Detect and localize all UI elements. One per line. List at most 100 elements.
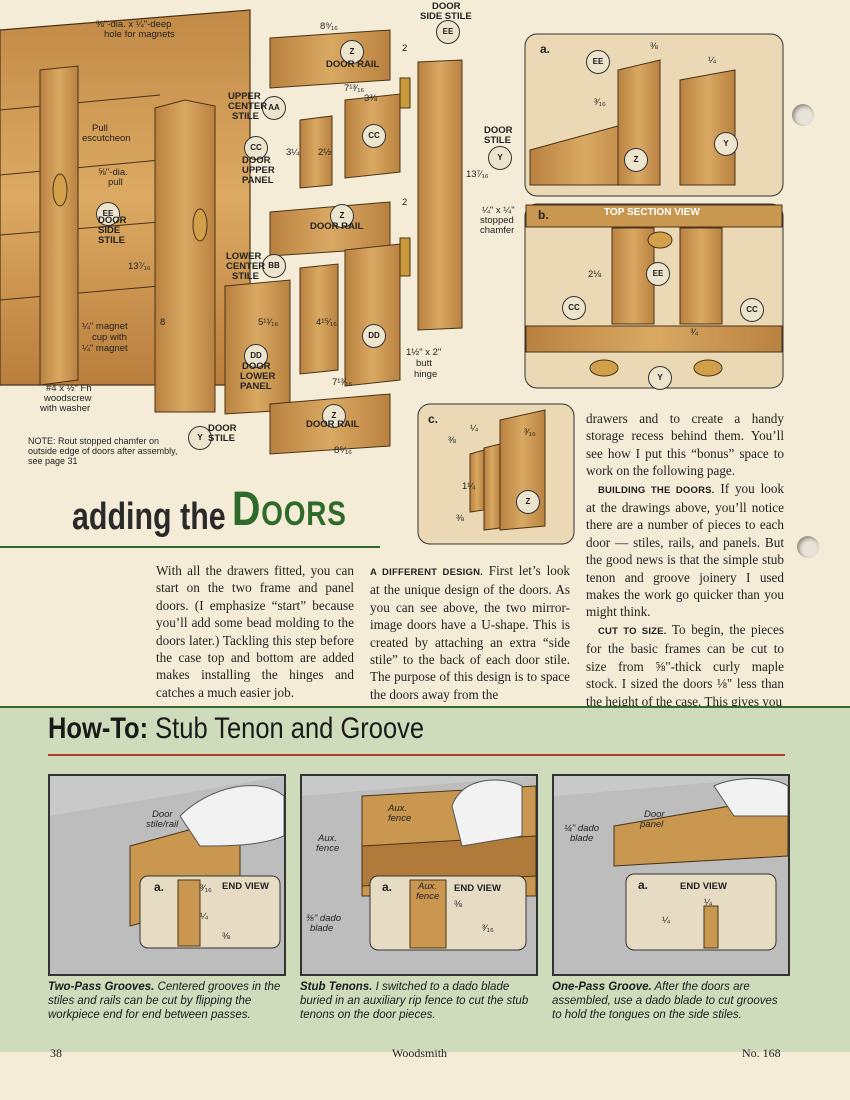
tag-z-top: Z xyxy=(340,40,364,64)
label-door-rail-mid: DOOR RAIL xyxy=(310,221,364,232)
column-1: With all the drawers fitted, you can sta… xyxy=(156,562,354,701)
label-door-rail-top: DOOR RAIL xyxy=(326,59,380,70)
caption-1-text: Centered grooves in the stiles and rails… xyxy=(48,981,281,1021)
diagram-note: NOTE: Rout stopped chamfer on outside ed… xyxy=(28,436,178,466)
panel-2-dim-2: ³⁄₁₆ xyxy=(482,923,494,934)
caption-3-text: After the doors are assembled, use a dad… xyxy=(552,981,778,1021)
tag-ee-left: EE xyxy=(96,202,120,226)
tag-dd-1: DD xyxy=(244,344,268,368)
panel-3-label-4: blade xyxy=(570,833,594,844)
tag-y-bot: Y xyxy=(188,426,212,450)
dim-3-8-c: ⅜ xyxy=(448,435,456,446)
dim-3-16-c: ³⁄₁₆ xyxy=(524,427,536,438)
panel-1-illustration xyxy=(50,776,284,974)
label-door-side-stile-top-2: SIDE STILE xyxy=(420,11,472,22)
tag-cc-2: CC xyxy=(362,124,386,148)
dim-2-1-8: 2⅛ xyxy=(588,269,602,280)
howto-title: How-To: Stub Tenon and Groove xyxy=(48,712,424,746)
footer-issue: No. 168 xyxy=(742,1046,781,1060)
tag-y-b: Y xyxy=(648,366,672,390)
panel-2-inset-label-1: Aux. xyxy=(418,881,438,892)
subhead-cut-to-size: CUT TO SIZE. xyxy=(598,625,667,637)
door-lower-panel-back xyxy=(344,243,401,387)
caption-2-text: I switched to a dado blade buried in an … xyxy=(300,981,529,1021)
label-upper-center: UPPER xyxy=(228,91,261,102)
column-3-text-a: drawers and to create a handy storage re… xyxy=(586,411,784,479)
label-pull-esc: Pull xyxy=(92,123,108,134)
door-side-stile-left xyxy=(39,65,79,386)
subhead-building-doors: BUILDING THE DOORS. xyxy=(598,484,715,496)
dim-2-top: 2 xyxy=(402,43,408,54)
dim-3-8-a: ⅜ xyxy=(650,41,658,52)
panel-3-dim-2: ¼ xyxy=(662,915,670,926)
tag-aa: AA xyxy=(262,96,286,120)
label-upper-center-3: STILE xyxy=(232,111,259,122)
panel-2-end-view: END VIEW xyxy=(454,883,501,894)
dim-1-4-c: ¼ xyxy=(470,423,478,434)
column-3-paragraph-c: CUT TO SIZE. To begin, the pieces for th… xyxy=(586,621,784,710)
tag-cc-1: CC xyxy=(244,136,268,160)
panel-3-illustration xyxy=(554,776,788,974)
top-section-label: TOP SECTION VIEW xyxy=(604,207,700,218)
dim-5-11-16: 5¹¹⁄₁₆ xyxy=(258,317,279,328)
label-hole: ⅜"-dia. x ¼"-deep xyxy=(96,19,172,30)
label-upper-center-2: CENTER xyxy=(228,101,268,112)
label-magnet-2: cup with xyxy=(92,332,127,343)
dim-3-3-8: 3⅜ xyxy=(364,93,378,104)
tag-dd-2: DD xyxy=(362,324,386,348)
dim-8-9-16-top: 8⁹⁄₁₆ xyxy=(320,21,338,32)
panel-1-end-view: END VIEW xyxy=(222,881,269,892)
label-screw-3: with washer xyxy=(40,403,91,414)
caption-2: Stub Tenons. I switched to a dado blade … xyxy=(300,980,536,1022)
dim-3-16-a: ³⁄₁₆ xyxy=(594,97,606,108)
howto-panel-1: Door stile/rail a. END VIEW ³⁄₁₆ ¼ ⅜ xyxy=(48,774,286,976)
panel-1-label-2: stile/rail xyxy=(146,819,179,830)
panel-3-dim-1: ¼ xyxy=(704,897,712,908)
label-door-stile-right: DOOR xyxy=(484,125,513,136)
panel-2-label-5: ⅜" dado xyxy=(306,913,342,924)
dim-3-1-4: 3¼ xyxy=(286,147,300,158)
upper-center-stile xyxy=(299,115,333,189)
label-magnet: ¼" magnet xyxy=(82,321,128,332)
howto-panel-3: Door panel ¼" dado blade a. END VIEW ¼ ¼ xyxy=(552,774,790,976)
label-chamfer: ¼" x ¼" xyxy=(482,205,515,216)
panel-2-label-3: Aux. xyxy=(318,833,338,844)
label-pull-esc-2: escutcheon xyxy=(82,133,131,144)
panel-2-label-2: fence xyxy=(388,813,412,824)
panel-1-dim-3: ⅜ xyxy=(222,931,230,942)
binder-hole-2 xyxy=(797,536,819,558)
article-title-main: Doors xyxy=(232,483,347,536)
tag-bb: BB xyxy=(262,254,286,278)
tag-z-a: Z xyxy=(624,148,648,172)
lower-center-stile xyxy=(299,263,339,375)
label-door-upper-panel-2: UPPER xyxy=(242,165,275,176)
label-lower-center-3: STILE xyxy=(232,271,259,282)
column-3-paragraph-b: BUILDING THE DOORS. If you look at the d… xyxy=(586,480,784,621)
panel-1-label-1: Door xyxy=(152,809,173,820)
howto-title-rest: Stub Tenon and Groove xyxy=(155,712,425,745)
label-door-upper-panel-3: PANEL xyxy=(242,175,274,186)
label-door-lower-panel: DOOR xyxy=(242,361,271,372)
tag-z-bot: Z xyxy=(322,404,346,428)
dim-1-4-a: ¼ xyxy=(708,55,716,66)
panel-3-end-view: END VIEW xyxy=(680,881,727,892)
label-door-side-stile-top: DOOR xyxy=(432,1,461,12)
tag-y-a: Y xyxy=(714,132,738,156)
dim-3-4-b: ¾ xyxy=(690,327,698,338)
label-door-side-stile-left-2: SIDE xyxy=(98,225,121,236)
callout-b: b. xyxy=(538,208,549,222)
panel-2-inset-label-2: fence xyxy=(416,891,440,902)
dim-3-8-c2: ⅜ xyxy=(456,513,464,524)
howto-panel-2: Aux. fence Aux. fence ⅜" dado blade a. A… xyxy=(300,774,538,976)
column-2-text: First let’s look at the unique design of… xyxy=(370,563,571,702)
tag-z-mid: Z xyxy=(330,204,354,228)
label-hinge-3: hinge xyxy=(414,369,438,380)
panel-2-label-1: Aux. xyxy=(388,803,408,814)
subhead-different-design: A DIFFERENT DESIGN. xyxy=(370,567,483,578)
title-rule xyxy=(0,546,380,548)
dim-13-7-16-right: 13⁷⁄₁₆ xyxy=(466,169,489,180)
panel-3-label-1: Door xyxy=(644,809,665,820)
panel-2-label-6: blade xyxy=(310,923,334,934)
dim-7-13-16-low: 7¹³⁄₁₆ xyxy=(332,377,353,388)
